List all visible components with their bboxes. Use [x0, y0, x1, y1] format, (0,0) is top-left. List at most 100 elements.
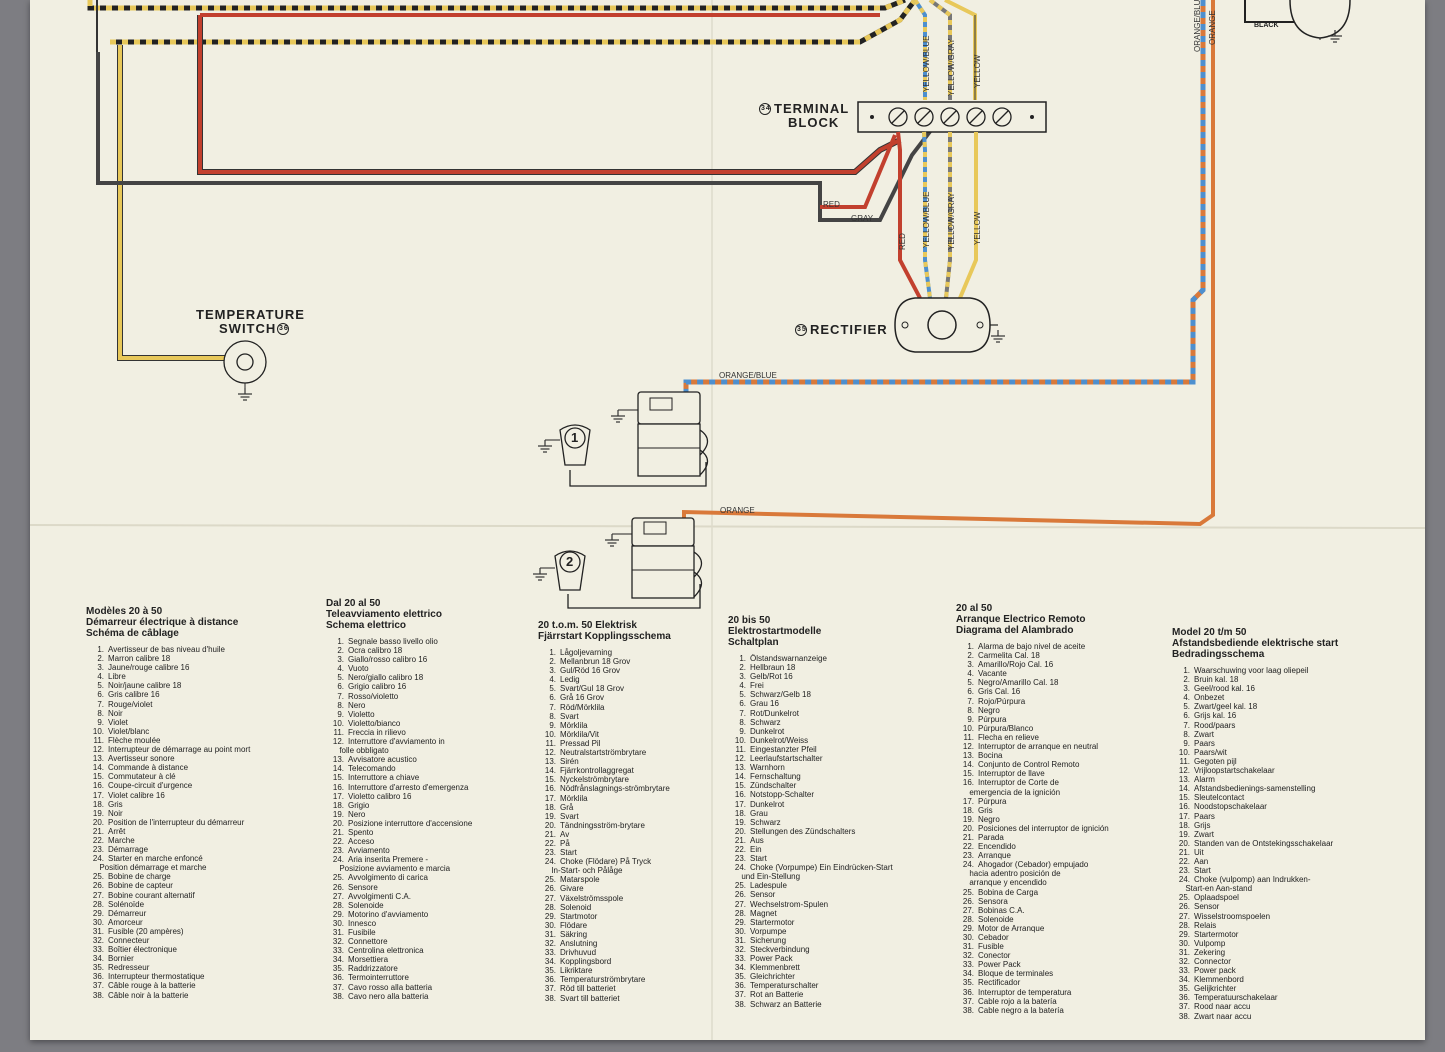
legend-item: 30.Vulpomp — [1172, 939, 1387, 948]
legend-item-number: 33. — [962, 960, 974, 970]
legend-item-number: 15. — [1178, 793, 1190, 803]
legend-item-text: Dunkelrot — [750, 799, 785, 809]
legend-item: 32.Conector — [956, 951, 1166, 960]
legend-item-number: 1. — [337, 637, 344, 646]
legend-item: 28.Solenoide — [326, 901, 526, 910]
legend-item-text: Choke (Vorpumpe) Ein Eindrücken-Start un… — [741, 863, 893, 882]
legend-item-text: Acceso — [348, 837, 375, 847]
key-switch-number-1: 1 — [571, 430, 580, 445]
legend-item-number: 25. — [332, 873, 344, 883]
legend-item-number: 34. — [1178, 975, 1190, 985]
legend-item-text: Givare — [560, 884, 584, 894]
legend-item-number: 37. — [734, 990, 746, 1000]
legend-item-text: Cable negro a la batería — [978, 1005, 1064, 1015]
legend-item: 33.Power Pack — [956, 960, 1166, 969]
legend-item-number: 29. — [962, 923, 974, 933]
legend-item-number: 11. — [545, 738, 556, 748]
legend-item-text: Wechselstrom-Spulen — [750, 899, 829, 909]
legend-item-text: Interrupteur de démarrage au point mort — [108, 745, 251, 755]
legend-item: 22.Marche — [86, 836, 306, 845]
legend-item-number: 38. — [1178, 1011, 1190, 1021]
legend-item-number: 8. — [337, 700, 344, 710]
legend-item-number: 27. — [962, 905, 974, 915]
legend-item: 6.Grå 16 Grov — [538, 693, 718, 702]
legend-item: 32.Connettore — [326, 937, 526, 946]
legend-item: 23.Start — [538, 848, 718, 857]
legend-item: 28.Relais — [1172, 921, 1387, 930]
legend-item: 26.Sensora — [956, 897, 1166, 906]
legend-item: 9.Violetto — [326, 710, 526, 719]
legend-item-number: 30. — [962, 933, 974, 942]
legend-item: 11.Flecha en relieve — [956, 733, 1166, 742]
legend-item-text: Bloque de terminales — [978, 969, 1054, 979]
legend-item: 35.Raddrizzatore — [326, 964, 526, 973]
legend-item: 11.Gegoten pijl — [1172, 757, 1387, 766]
legend-item-number: 13. — [734, 763, 746, 773]
legend-item-text: Dunkelrot/Weiss — [750, 735, 809, 745]
wire-label-yellow-gray-bottom: YELLOW/GRAY — [947, 192, 956, 250]
legend-item: 33.Boîtier électronique — [86, 945, 306, 954]
legend-item-number: 11. — [963, 732, 974, 742]
legend-item-number: 1. — [549, 648, 556, 657]
legend-item-number: 10. — [962, 723, 974, 733]
legend-item-text: Temperaturströmbrytare — [560, 975, 646, 985]
legend-item-text: Steckverbindung — [750, 945, 810, 954]
legend-item-number: 22. — [92, 835, 104, 845]
legend-item: 35.Rectificador — [956, 978, 1166, 987]
wire-label-gray: GRAY — [851, 214, 874, 223]
legend-item: 6.Grigio calibro 16 — [326, 682, 526, 691]
legend-item-text: Púrpura — [978, 714, 1007, 724]
legend-item-text: Bruin kal. 18 — [1194, 675, 1239, 685]
legend-item-number: 35. — [962, 978, 974, 988]
legend-item-number: 8. — [1183, 729, 1190, 739]
legend-item-text: Grijs — [1194, 820, 1211, 830]
legend-item-text: Matarspole — [560, 875, 600, 885]
legend-item-number: 28. — [962, 914, 974, 924]
legend-title-line: Elektrostartmodelle — [728, 626, 822, 637]
legend-item-number: 37. — [92, 981, 104, 991]
legend-item-text: Svart — [560, 811, 579, 821]
legend-item-number: 27. — [332, 891, 344, 901]
legend-item: 34.Klemmenbord — [1172, 975, 1387, 984]
legend-item: 37.Röd till batteriet — [538, 984, 718, 993]
legend-item-text: Conector — [978, 951, 1011, 961]
legend-item: 3.Jaune/rouge calibre 16 — [86, 663, 306, 672]
legend-item-text: Röd till batteriet — [560, 984, 616, 994]
legend-item: 10.Violetto/bianco — [326, 719, 526, 728]
legend-item: 6.Gris Cal. 16 — [956, 687, 1166, 696]
legend-item: 16.Nödfrånslagnings-strömbrytare — [538, 784, 718, 793]
legend-item: 34.Klemmenbrett — [728, 963, 938, 972]
legend-item: 5.Schwarz/Gelb 18 — [728, 690, 938, 699]
legend-item-number: 19. — [962, 814, 974, 824]
legend-item-text: Coupe-circuit d'urgence — [108, 781, 193, 791]
legend-item: 23.Start — [728, 854, 938, 863]
legend-item: 16.Interruttore d'arresto d'emergenza — [326, 783, 526, 792]
legend-item-text: Power Pack — [750, 954, 793, 964]
legend-item-text: Schwarz/Gelb 18 — [750, 690, 811, 700]
legend-item-number: 27. — [1178, 911, 1190, 921]
legend-item: 15.Interruttore a chiave — [326, 773, 526, 782]
legend-item-number: 22. — [734, 844, 746, 854]
legend-item-text: Aan — [1194, 856, 1209, 866]
legend-item: 17.Púrpura — [956, 797, 1166, 806]
legend-item-number: 6. — [337, 682, 344, 692]
legend-item: 13.Warnhorn — [728, 763, 938, 772]
legend-item-number: 23. — [544, 848, 556, 858]
legend-item: 17.Violet calibre 16 — [86, 791, 306, 800]
legend-item-text: Waarschuwing voor laag oliepeil — [1194, 666, 1309, 675]
legend-item-number: 31. — [1178, 947, 1190, 957]
legend-item-text: Rot/Dunkelrot — [750, 708, 799, 718]
legend-item-text: Grijs kal. 16 — [1194, 711, 1237, 721]
legend-item-text: Sicherung — [750, 935, 787, 945]
legend-title-line: Dal 20 al 50 — [326, 598, 381, 609]
legend-item: 12.Vrijloopstartschakelaar — [1172, 766, 1387, 775]
legend-item-text: Bobina de Carga — [978, 887, 1039, 897]
legend-item-text: Dunkelrot — [750, 726, 785, 736]
legend-item-text: Démarreur — [108, 908, 147, 918]
legend-item-number: 3. — [1183, 684, 1190, 694]
legend-item-number: 37. — [332, 982, 344, 992]
wire-orange — [682, 0, 1215, 528]
legend-item: 13.Avvisatore acustico — [326, 755, 526, 764]
